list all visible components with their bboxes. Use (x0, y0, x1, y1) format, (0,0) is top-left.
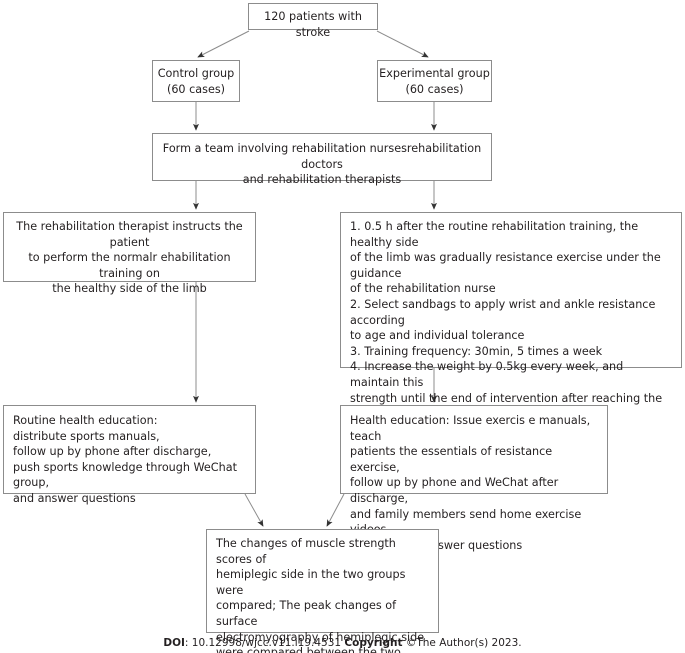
node-team-formation-label: Form a team involving rehabilitation nur… (162, 142, 482, 187)
node-control-intervention: The rehabilitation therapist instructs t… (3, 212, 256, 295)
node-enrollment-label: 120 patients with stroke (264, 10, 362, 39)
node-experimental-intervention: 1. 0.5 h after the routine rehabilitatio… (340, 212, 682, 436)
node-experimental-intervention-label: 1. 0.5 h after the routine rehabilitatio… (350, 220, 663, 436)
node-experimental-education: Health education: Issue exercis e manual… (340, 405, 608, 552)
node-outcome-measures: The changes of muscle strength scores of… (206, 529, 439, 653)
copyright-value: ©The Author(s) 2023. (402, 637, 522, 649)
node-enrollment: 120 patients with stroke (248, 3, 378, 39)
figure-footer: DOI: 10.12998/wjcc.v11.i19.4531 Copyrigh… (0, 637, 685, 649)
node-team-formation: Form a team involving rehabilitation nur… (152, 133, 492, 186)
arrow-enrollment-to-experimental (376, 30, 429, 58)
node-control-group-label: Control group (60 cases) (157, 67, 235, 96)
node-control-group: Control group (60 cases) (152, 60, 240, 102)
node-control-education: Routine health education: distribute spo… (3, 405, 256, 505)
copyright-label: Copyright (344, 637, 403, 649)
doi-value: : 10.12998/wjcc.v11.i19.4531 (184, 637, 345, 649)
node-experimental-group: Experimental group (60 cases) (377, 60, 492, 102)
node-control-intervention-label: The rehabilitation therapist instructs t… (16, 220, 243, 296)
arrow-experimental-education-to-outcomes (326, 493, 345, 527)
node-outcome-measures-label: The changes of muscle strength scores of… (216, 537, 425, 653)
node-experimental-education-label: Health education: Issue exercis e manual… (350, 414, 591, 552)
node-control-education-label: Routine health education: distribute spo… (13, 414, 237, 505)
node-experimental-group-label: Experimental group (60 cases) (379, 67, 490, 96)
doi-label: DOI (163, 637, 185, 649)
arrow-enrollment-to-control (197, 30, 250, 58)
